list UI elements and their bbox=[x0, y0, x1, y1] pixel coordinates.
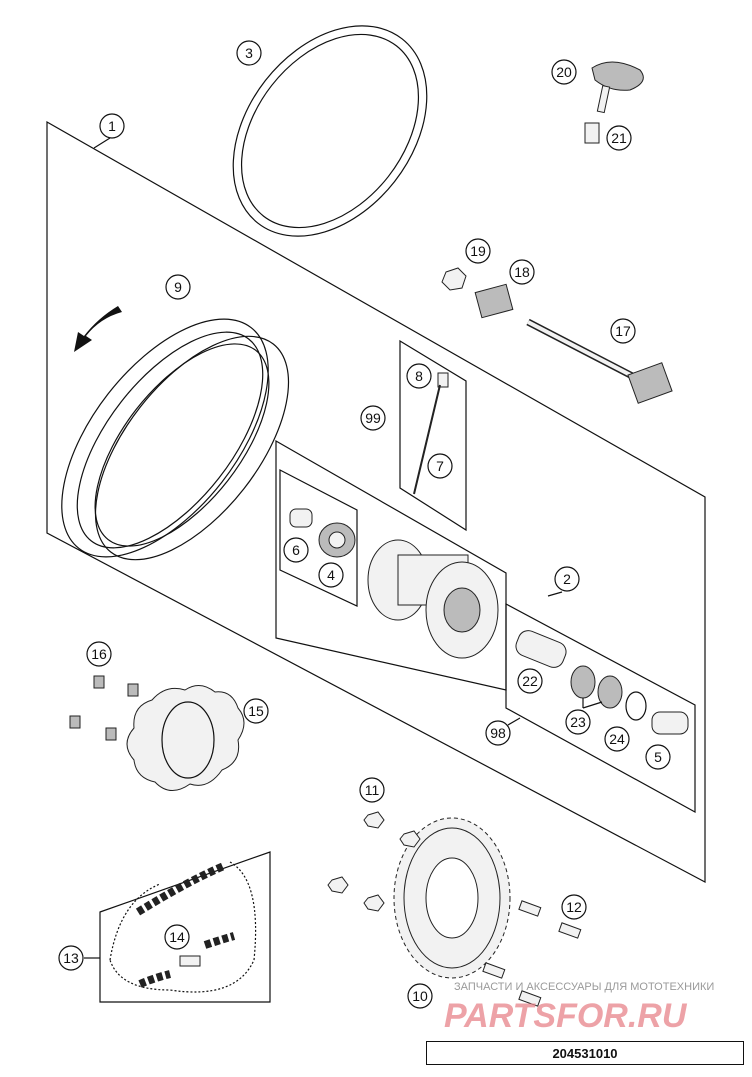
sprocket-bolts bbox=[482, 900, 582, 1007]
valve-cap bbox=[591, 61, 644, 114]
spacer-sleeve bbox=[515, 630, 567, 668]
callout-13: 13 bbox=[58, 945, 84, 971]
svg-text:21: 21 bbox=[611, 130, 627, 146]
callout-23: 23 bbox=[565, 709, 591, 735]
brake-disc-center bbox=[161, 701, 215, 779]
sprocket bbox=[393, 817, 511, 979]
svg-text:14: 14 bbox=[169, 929, 185, 945]
svg-text:19: 19 bbox=[470, 243, 486, 259]
svg-text:18: 18 bbox=[514, 264, 530, 280]
watermark-caption: ЗАПЧАСТИ И АКСЕССУАРЫ ДЛЯ МОТОТЕХНИКИ bbox=[454, 981, 714, 993]
brake-disc bbox=[126, 685, 245, 791]
document-number: 204531010 bbox=[552, 1045, 618, 1061]
svg-text:17: 17 bbox=[615, 323, 631, 339]
callout-10: 10 bbox=[407, 983, 433, 1009]
svg-text:6: 6 bbox=[292, 542, 300, 558]
tire bbox=[232, 25, 428, 237]
bearing-left bbox=[318, 522, 356, 558]
hub bbox=[367, 539, 499, 659]
callout-16: 16 bbox=[86, 641, 112, 667]
valve-insert bbox=[584, 122, 600, 144]
document-number-box: 204531010 bbox=[426, 1041, 744, 1065]
rim bbox=[61, 318, 290, 561]
group-outline-bearings bbox=[279, 469, 358, 607]
group-outline-wheel bbox=[46, 120, 706, 883]
watermark-brand: PARTSFOR.RU bbox=[444, 997, 688, 1035]
callout-4: 4 bbox=[318, 562, 344, 588]
svg-text:23: 23 bbox=[570, 714, 586, 730]
svg-text:20: 20 bbox=[556, 64, 572, 80]
axle-nut bbox=[441, 267, 467, 291]
spoke bbox=[413, 384, 441, 495]
chain bbox=[109, 861, 257, 993]
spacer-left bbox=[289, 508, 313, 528]
callout-7: 7 bbox=[427, 453, 453, 479]
svg-text:2: 2 bbox=[563, 571, 571, 587]
svg-text:9: 9 bbox=[174, 279, 182, 295]
svg-text:5: 5 bbox=[654, 749, 662, 765]
svg-text:4: 4 bbox=[327, 567, 335, 583]
callout-14: 14 bbox=[164, 924, 190, 950]
spoke-nipple bbox=[437, 372, 449, 388]
svg-text:1: 1 bbox=[108, 118, 116, 134]
svg-text:11: 11 bbox=[365, 782, 380, 798]
chain-adjuster bbox=[474, 283, 514, 319]
svg-text:16: 16 bbox=[91, 646, 107, 662]
svg-text:7: 7 bbox=[436, 458, 444, 474]
sprocket-nuts bbox=[327, 811, 421, 912]
disc-bolts bbox=[69, 675, 139, 741]
callout-15: 15 bbox=[243, 698, 269, 724]
callout-98: 98 bbox=[485, 720, 511, 746]
rotation-arrow-icon bbox=[74, 306, 122, 352]
callout-2: 2 bbox=[554, 566, 580, 592]
callout-5: 5 bbox=[645, 744, 671, 770]
callout-1: 1 bbox=[99, 113, 125, 139]
svg-text:12: 12 bbox=[566, 899, 582, 915]
callout-3: 3 bbox=[236, 40, 262, 66]
svg-text:13: 13 bbox=[63, 950, 79, 966]
callout-19: 19 bbox=[465, 238, 491, 264]
callout-99: 99 bbox=[360, 405, 386, 431]
svg-text:98: 98 bbox=[490, 725, 506, 741]
svg-text:22: 22 bbox=[522, 673, 538, 689]
svg-text:8: 8 bbox=[415, 368, 423, 384]
axle bbox=[526, 318, 673, 404]
svg-text:10: 10 bbox=[412, 988, 428, 1004]
group-outline-spoke bbox=[399, 339, 467, 532]
svg-text:24: 24 bbox=[609, 731, 625, 747]
callout-21: 21 bbox=[606, 125, 632, 151]
group-outline-spacers bbox=[505, 602, 696, 814]
spacer-right bbox=[651, 711, 689, 735]
callout-17: 17 bbox=[610, 318, 636, 344]
leader-lines bbox=[84, 137, 603, 959]
callout-18: 18 bbox=[509, 259, 535, 285]
callout-24: 24 bbox=[604, 726, 630, 752]
callout-12: 12 bbox=[561, 894, 587, 920]
svg-text:3: 3 bbox=[245, 45, 253, 61]
callout-8: 8 bbox=[406, 363, 432, 389]
svg-text:99: 99 bbox=[365, 410, 381, 426]
callout-6: 6 bbox=[283, 537, 309, 563]
callout-22: 22 bbox=[517, 668, 543, 694]
callout-11: 11 bbox=[359, 777, 385, 803]
callout-9: 9 bbox=[165, 274, 191, 300]
chain-link bbox=[179, 955, 201, 967]
circlip bbox=[625, 691, 647, 721]
bearing-right bbox=[570, 665, 623, 709]
callout-20: 20 bbox=[551, 59, 577, 85]
svg-text:15: 15 bbox=[248, 703, 264, 719]
